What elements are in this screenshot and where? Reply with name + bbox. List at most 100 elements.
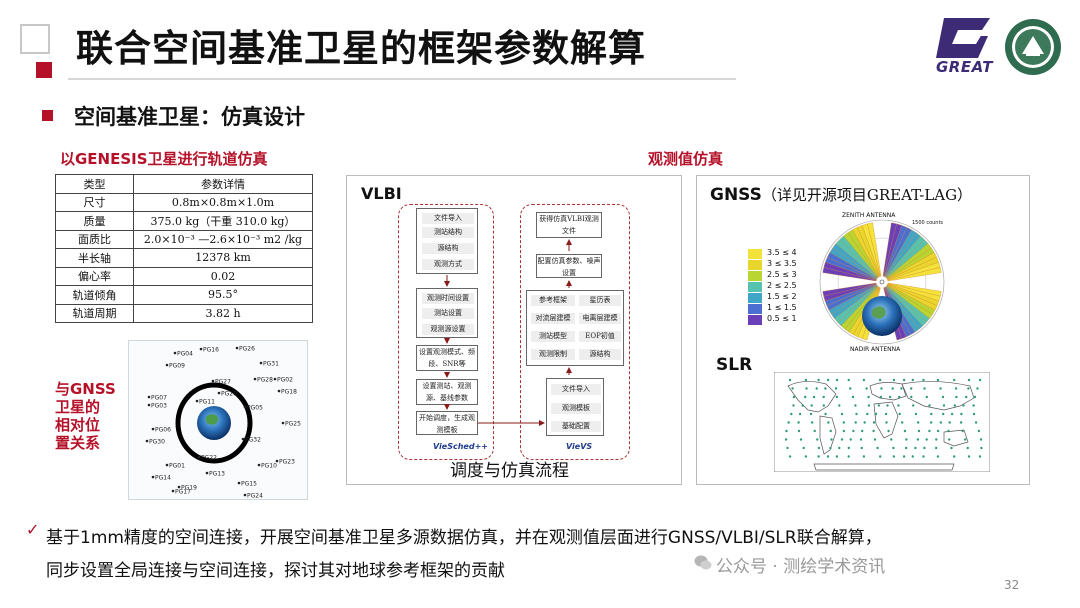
slr-track-point	[852, 429, 855, 433]
page-number: 32	[1004, 578, 1020, 592]
gnss-satellite-label: PG10	[261, 463, 277, 470]
slr-track-point	[928, 429, 931, 433]
flow-step: 电离层建模	[579, 313, 621, 324]
slr-track-point	[804, 395, 807, 399]
table-cell: 偏心率	[55, 266, 134, 286]
slr-track-point	[816, 438, 819, 441]
relative-position-line: 置关系	[55, 434, 101, 452]
slr-track-point	[859, 438, 863, 441]
slr-track-point	[829, 429, 832, 433]
table-row: 质量 375.0 kg（干重 310.0 kg）	[55, 211, 313, 231]
gnss-satellite-dot	[277, 389, 281, 393]
slr-track-point	[842, 421, 845, 424]
slr-track-point	[911, 455, 914, 458]
gnss-satellite-label: PG13	[209, 471, 225, 478]
relative-position-line: 相对位	[55, 416, 101, 434]
legend-text: 3 ≤ 3.5	[767, 259, 797, 268]
slr-label: SLR	[716, 355, 753, 375]
slr-track-point	[930, 412, 933, 416]
table-row: 半长轴 12378 km	[55, 248, 313, 268]
gnss-satellite-label: PG03	[151, 403, 167, 410]
gnss-satellite-label: PG27	[215, 379, 231, 386]
relative-position-line: 与GNSS	[55, 380, 116, 398]
legend-swatch	[748, 304, 762, 314]
slr-track-point	[916, 438, 920, 441]
slr-track-point	[788, 455, 792, 458]
slr-track-point	[941, 395, 945, 399]
flow-step: 基础配置	[551, 421, 601, 432]
gnss-satellite-dot	[259, 361, 263, 365]
slr-track-point	[902, 378, 906, 382]
slr-track-point	[891, 387, 894, 390]
slr-track-point	[904, 446, 908, 450]
slr-track-point	[979, 438, 983, 441]
flow-step: 设置观测模式、频段、SNR等	[416, 345, 478, 371]
slr-track-point	[805, 387, 808, 390]
gnss-satellite-label: PG24	[247, 493, 263, 500]
slr-track-point	[804, 455, 808, 458]
gnss-satellite-label: PG06	[155, 427, 171, 434]
slr-track-point	[888, 395, 892, 399]
slr-track-point	[902, 455, 906, 458]
gnss-satellite-label: PG11	[199, 399, 215, 406]
antenna-fan-sector	[867, 222, 882, 277]
slr-track-point	[960, 412, 963, 416]
gnss-satellite-label: PG07	[151, 395, 167, 402]
slr-track-point	[898, 395, 901, 399]
gnss-satellite-dot	[177, 485, 181, 489]
slr-track-point	[978, 455, 982, 458]
slr-track-point	[885, 421, 888, 424]
slr-track-point	[923, 387, 926, 390]
legend-swatch	[748, 249, 762, 259]
slr-track-point	[935, 438, 938, 441]
slr-track-point	[903, 429, 907, 433]
slr-track-point	[900, 387, 903, 390]
slr-track-point	[874, 412, 878, 416]
flow-step: 观测源设置	[422, 324, 474, 335]
flow-step: 测站结构	[422, 227, 474, 238]
slr-track-point	[847, 446, 850, 450]
table-cell: 12378 km	[133, 248, 313, 268]
slr-track-point	[788, 378, 792, 382]
great-logo-icon	[930, 14, 1000, 76]
gnss-satellite-dot	[199, 347, 203, 351]
legend-text: 0.5 ≤ 1	[767, 314, 797, 323]
flow-step: 观测限制	[531, 349, 575, 360]
slr-track-point	[955, 395, 958, 399]
slr-track-point	[930, 421, 933, 424]
slr-track-point	[840, 438, 844, 441]
checkmark-icon: ✓	[26, 520, 40, 539]
slr-track-point	[923, 446, 926, 450]
summary-line: 基于1mm精度的空间连接，开展空间基准卫星多源数据仿真，并在观测值层面进行GNS…	[46, 528, 882, 548]
gnss-satellite-label: PG22	[201, 455, 217, 462]
viesched-group-import: 文件导入 测站结构 源结构 观测方式	[416, 208, 478, 274]
orbit-sim-title: 以GENESIS卫星进行轨道仿真	[60, 150, 268, 168]
university-seal-icon	[1004, 18, 1062, 76]
gnss-satellite-label: PG04	[177, 351, 193, 358]
slr-track-point	[817, 446, 821, 450]
gnss-satellite-label: PG20	[221, 391, 237, 398]
slr-track-point	[855, 412, 858, 416]
slr-track-point	[922, 455, 925, 458]
slr-track-point	[967, 378, 971, 382]
slr-track-point	[798, 412, 802, 416]
slr-track-point	[897, 404, 900, 407]
slr-track-point	[791, 387, 794, 390]
gnss-satellite-label: PG02	[277, 377, 293, 384]
slr-track-point	[876, 446, 879, 450]
legend-row: 3.5 ≤ 4	[748, 248, 888, 259]
table-cell: 95.5°	[133, 285, 313, 305]
slr-track-point	[787, 421, 790, 424]
table-cell: 尺寸	[55, 192, 134, 212]
gnss-satellite-dot	[165, 463, 169, 467]
slr-track-point	[840, 412, 844, 416]
slr-track-point	[972, 412, 976, 416]
legend-row: 0.5 ≤ 1	[748, 314, 888, 325]
slr-track-point	[939, 421, 942, 424]
slr-track-point	[954, 387, 958, 390]
gnss-satellite-dot	[243, 405, 247, 409]
table-cell: 质量	[55, 211, 134, 231]
slr-track-point	[925, 438, 928, 441]
vlbi-panel	[346, 175, 682, 485]
slr-track-point	[811, 421, 814, 424]
